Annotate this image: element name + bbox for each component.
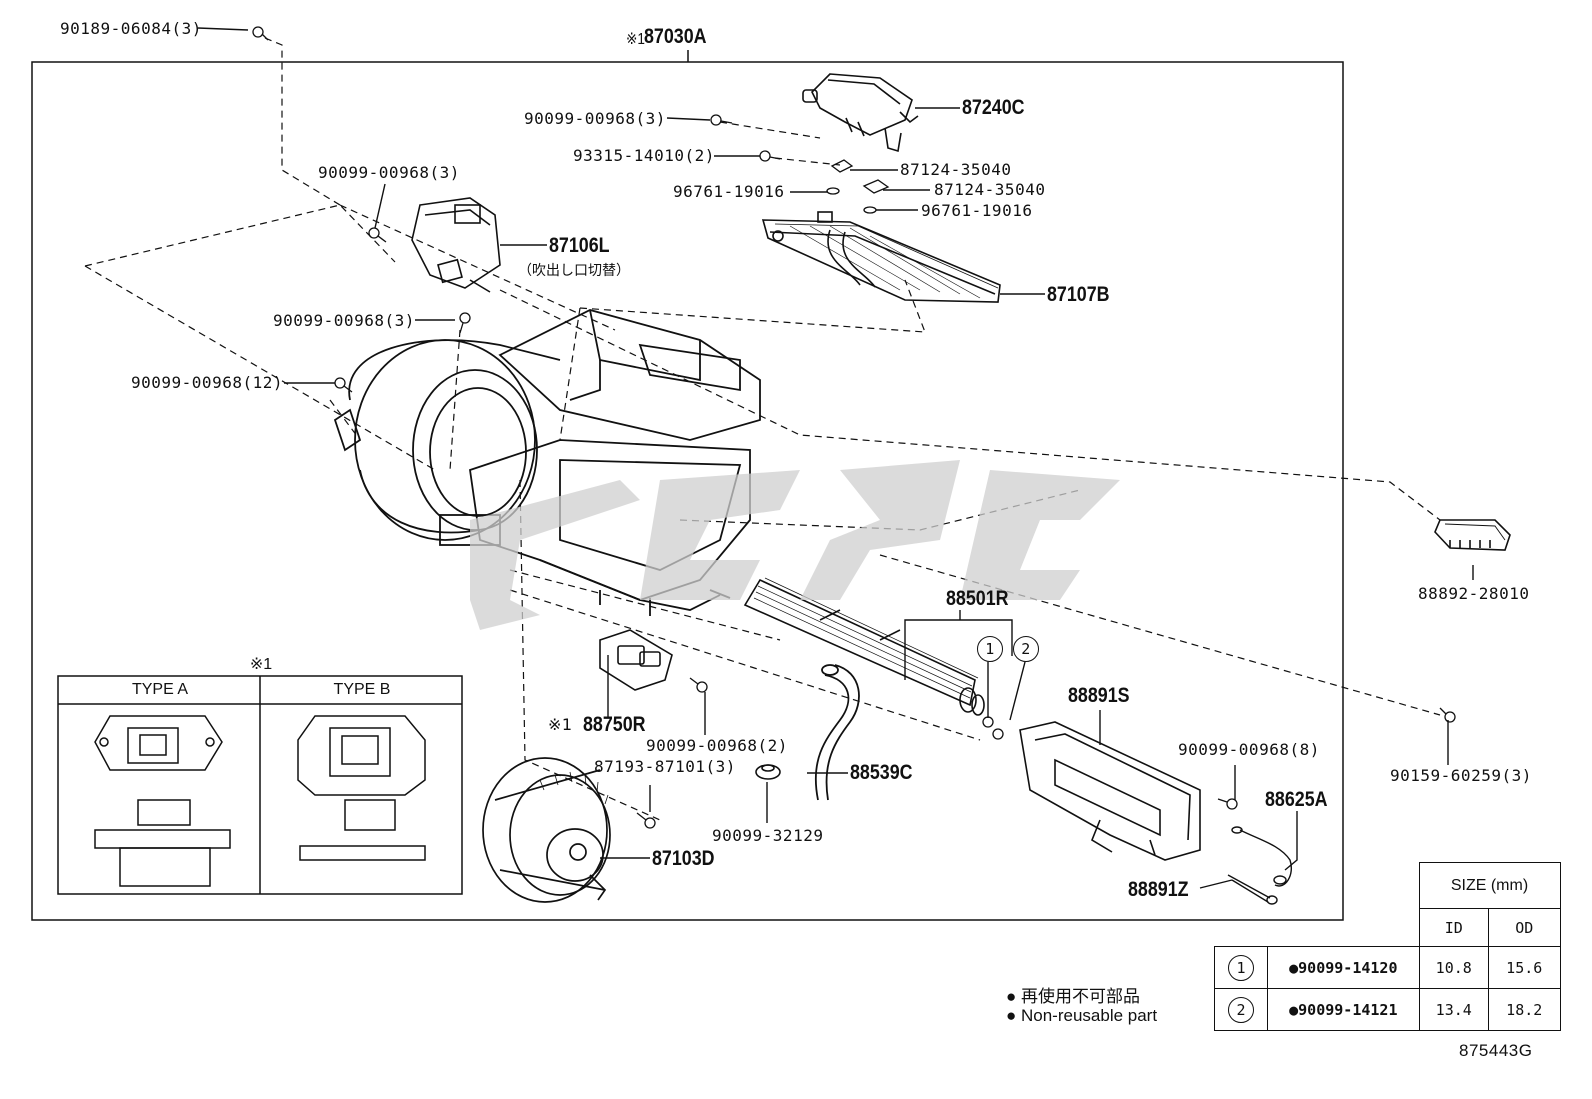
label-93315: 93315-14010(2): [573, 146, 715, 165]
dashed-connectors: [84, 37, 1441, 821]
assembly-part-label: 87030A: [644, 25, 707, 48]
circle-1: 1: [977, 636, 1003, 662]
size-table: SIZE (mm) ID OD 1 ●90099-14120 10.8 15.6…: [1213, 862, 1561, 1031]
label-87240C: 87240C: [962, 96, 1025, 119]
type-box: [57, 675, 463, 895]
evaporator-88501R: [743, 577, 985, 716]
size-col-id: ID: [1418, 908, 1489, 947]
size-header: SIZE (mm): [1418, 862, 1561, 909]
label-88625A: 88625A: [1265, 788, 1328, 811]
label-88750R: 88750R: [583, 713, 646, 736]
size-row-part: ●90099-14120: [1267, 946, 1420, 989]
circle-1-label: 1: [977, 636, 1003, 662]
legend-jp: ● 再使用不可部品: [1006, 987, 1140, 1006]
label-96761-b: 96761-19016: [921, 201, 1033, 220]
label-90099-c: 90099-00968(3): [273, 311, 415, 330]
label-87106L: 87106L: [549, 234, 610, 257]
size-row-id: 10.8: [1418, 946, 1489, 989]
size-row: 1 ●90099-14120 10.8 15.6: [1213, 946, 1561, 989]
hose-88539C: [814, 664, 860, 801]
figure-id: 875443G: [1459, 1041, 1533, 1060]
seals: [826, 159, 1004, 740]
size-row: 2 ●90099-14121 13.4 18.2: [1213, 988, 1561, 1031]
size-row-od: 15.6: [1487, 946, 1561, 989]
size-row-num: 1: [1228, 954, 1255, 981]
size-row-id: 13.4: [1418, 988, 1489, 1031]
label-90099-32129: 90099-32129: [712, 826, 824, 845]
type-a-title: TYPE A: [131, 681, 189, 698]
label-88750R-mark: ※1: [548, 715, 573, 734]
label-87107B: 87107B: [1047, 283, 1110, 306]
label-87193: 87193-87101(3): [594, 757, 736, 776]
label-90099-f: 90099-00968(8): [1178, 740, 1320, 759]
actuator-87240C: [802, 73, 919, 153]
legend-en: ● Non-reusable part: [1006, 1006, 1158, 1025]
connector-88892: [1434, 519, 1511, 551]
label-87103D: 87103D: [652, 847, 715, 870]
types-box-mark: ※1: [249, 656, 273, 673]
grommet: [755, 764, 781, 780]
label-88891Z: 88891Z: [1128, 878, 1189, 901]
servo-87106L: [411, 197, 501, 293]
label-88891S: 88891S: [1068, 684, 1130, 707]
size-row-part: ●90099-14121: [1267, 988, 1420, 1031]
label-90099-d: 90099-00968(12): [131, 373, 283, 392]
label-96761-a: 96761-19016: [673, 182, 785, 201]
size-col-od: OD: [1487, 908, 1561, 947]
watermark: [470, 460, 1120, 630]
label-90099-b: 90099-00968(3): [318, 163, 460, 182]
label-88539C: 88539C: [850, 761, 913, 784]
label-90099-a: 90099-00968(3): [524, 109, 666, 128]
size-row-num: 2: [1228, 996, 1255, 1023]
label-90189: 90189-06084(3): [60, 19, 202, 38]
type-b-title: TYPE B: [333, 681, 391, 698]
bolts: [252, 26, 1456, 829]
label-88892: 88892-28010: [1418, 584, 1530, 603]
size-row-od: 18.2: [1487, 988, 1561, 1031]
circle-2-label: 2: [1013, 636, 1039, 662]
blower-housing: [333, 309, 761, 616]
blower-motor-87103D: [482, 757, 611, 903]
assembly-mark: ※1: [626, 31, 645, 48]
label-87106L-note: （吹出し口切替）: [518, 263, 630, 279]
duct-88891S: [1019, 721, 1201, 861]
resistor-88750R: [599, 629, 673, 691]
label-87124-b: 87124-35040: [934, 180, 1046, 199]
circle-2: 2: [1013, 636, 1039, 662]
label-90159: 90159-60259(3): [1390, 766, 1532, 785]
heater-core-87107B: [761, 211, 1001, 303]
label-87124-a: 87124-35040: [900, 160, 1012, 179]
label-90099-e: 90099-00968(2): [646, 736, 788, 755]
label-88501R: 88501R: [946, 587, 1009, 610]
